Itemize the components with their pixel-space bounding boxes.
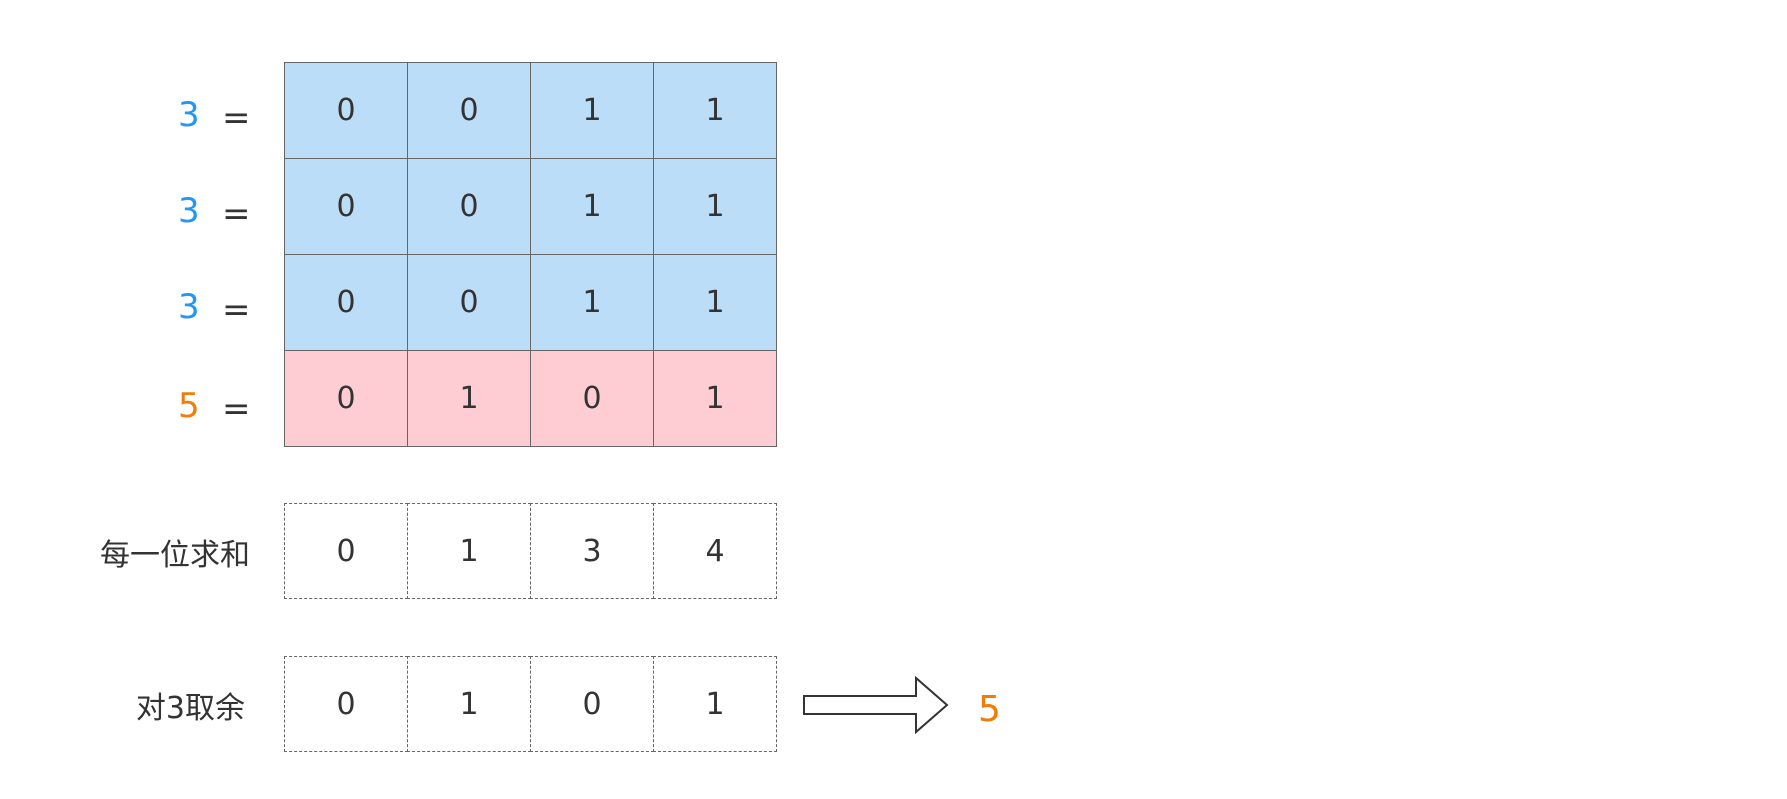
row-1-number: 3 (178, 95, 200, 135)
bit-cell: 1 (530, 158, 654, 255)
bit-cell: 1 (653, 62, 777, 159)
row-2-number: 3 (178, 191, 200, 231)
sum-cell: 0 (284, 503, 408, 599)
result-value: 5 (978, 689, 1001, 730)
sum-cell: 1 (407, 503, 531, 599)
row-1-equals: = (222, 98, 251, 138)
row-3-number: 3 (178, 287, 200, 327)
mod-row-label: 对3取余 (135, 691, 245, 726)
mod-cell: 0 (530, 656, 654, 752)
bit-cell: 1 (407, 350, 531, 447)
mod-cell: 1 (407, 656, 531, 752)
bit-cell: 0 (284, 254, 408, 351)
bit-cell: 0 (530, 350, 654, 447)
bit-cell: 0 (284, 62, 408, 159)
bit-cell: 1 (653, 350, 777, 447)
row-3-equals: = (222, 290, 251, 330)
bit-cell: 0 (407, 158, 531, 255)
sum-row-label: 每一位求和 (100, 538, 250, 573)
bit-cell: 0 (407, 254, 531, 351)
row-2-equals: = (222, 194, 251, 234)
bit-cell: 1 (530, 254, 654, 351)
bit-cell: 0 (284, 158, 408, 255)
bit-cell: 0 (284, 350, 408, 447)
bit-cell: 0 (407, 62, 531, 159)
mod-cell: 0 (284, 656, 408, 752)
bit-cell: 1 (653, 254, 777, 351)
row-4-equals: = (222, 389, 251, 429)
mod-cell: 1 (653, 656, 777, 752)
sum-cell: 3 (530, 503, 654, 599)
bit-cell: 1 (653, 158, 777, 255)
sum-cell: 4 (653, 503, 777, 599)
row-4-number: 5 (178, 386, 200, 426)
bit-cell: 1 (530, 62, 654, 159)
right-arrow-icon (803, 675, 949, 735)
